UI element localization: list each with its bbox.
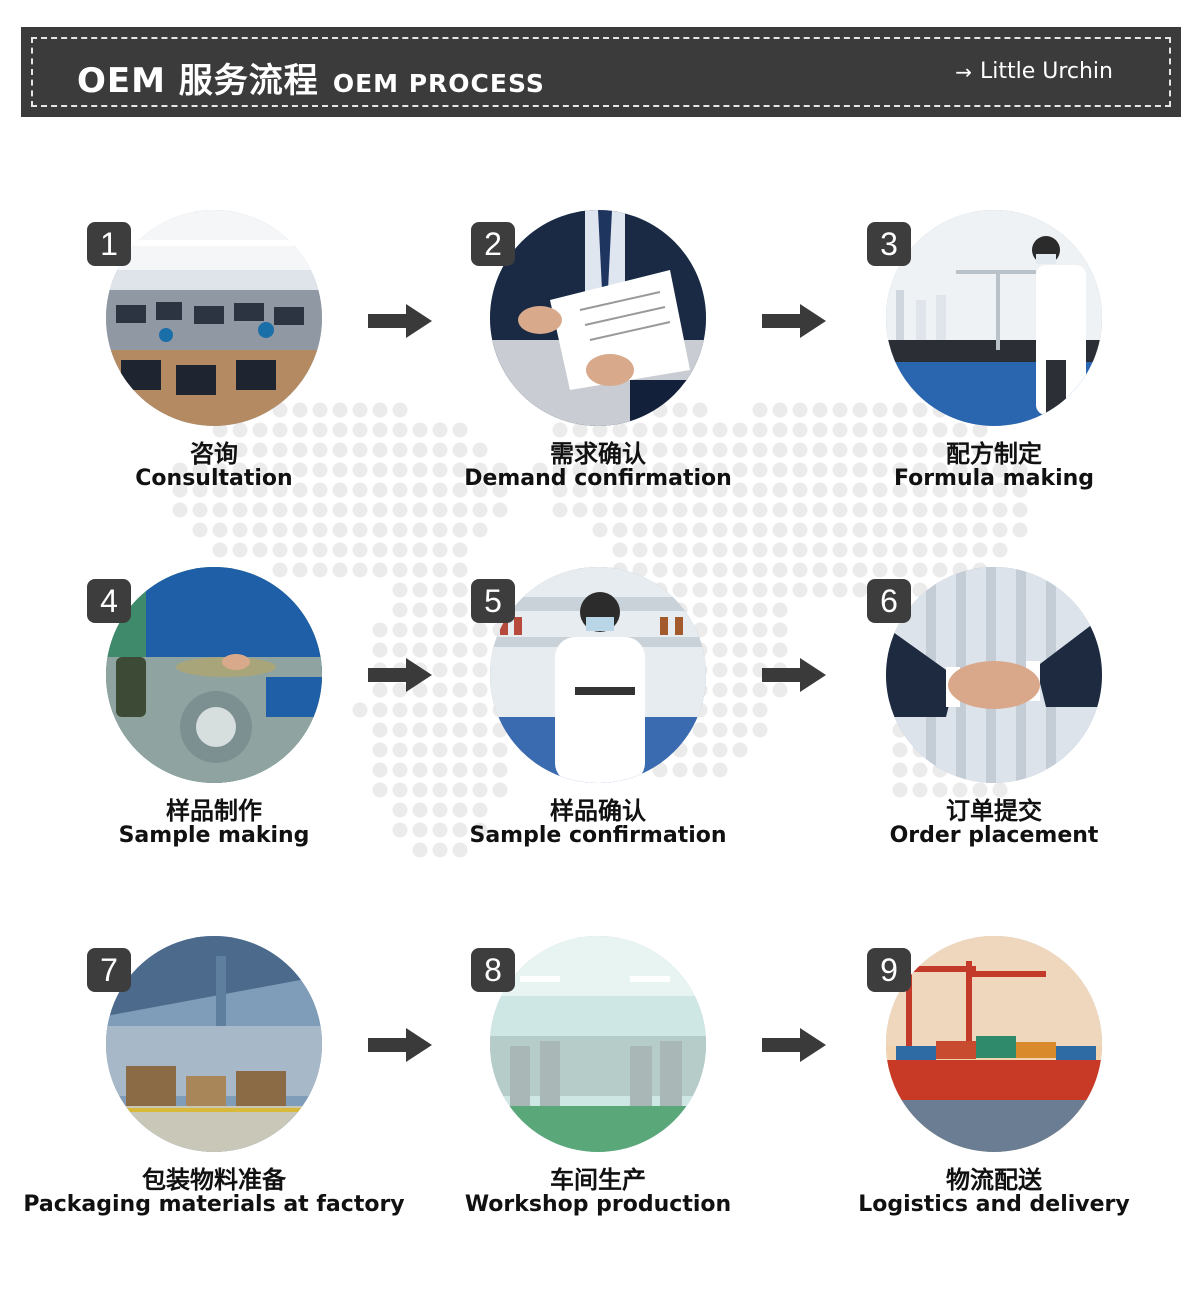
step-label-cn: 订单提交	[946, 797, 1042, 825]
contract-photo	[490, 210, 706, 426]
step-label-en: Sample making	[118, 823, 310, 848]
step-2: 2 需求确认 Demand confirmation	[400, 210, 780, 520]
step-number-badge: 8	[471, 948, 515, 992]
step-number-badge: 3	[867, 222, 911, 266]
scientist-photo	[490, 567, 706, 783]
step-5: 5 样品确认 Sample confirmation	[400, 567, 780, 877]
arrow-right-icon	[762, 304, 826, 338]
cargo-ship-photo	[886, 936, 1102, 1152]
step-label-en: Packaging materials at factory	[23, 1192, 405, 1217]
step-number-badge: 2	[471, 222, 515, 266]
arrow-right-icon	[368, 304, 432, 338]
title-sub: OEM PROCESS	[332, 69, 545, 98]
step-label-en: Order placement	[889, 823, 1099, 848]
step-label-en: Sample confirmation	[469, 823, 727, 848]
step-8: 8 车间生产 Workshop production	[400, 936, 780, 1246]
step-label-cn: 需求确认	[550, 440, 646, 468]
title-main: OEM 服务流程	[77, 61, 319, 101]
step-number-badge: 9	[867, 948, 911, 992]
step-number-badge: 4	[87, 579, 131, 623]
banner-dashed-border	[31, 37, 1171, 107]
step-label-cn: 样品确认	[550, 797, 646, 825]
step-number-badge: 5	[471, 579, 515, 623]
office-photo	[106, 210, 322, 426]
machine-photo	[106, 567, 322, 783]
brand-link[interactable]: → Little Urchin	[955, 59, 1113, 84]
step-number-badge: 7	[87, 948, 131, 992]
warehouse-photo	[106, 936, 322, 1152]
step-1: 1 咨询 Consultation	[16, 210, 396, 520]
arrow-right-icon	[368, 1028, 432, 1062]
step-number-badge: 1	[87, 222, 131, 266]
step-label-cn: 咨询	[190, 440, 238, 468]
arrow-right-icon	[368, 658, 432, 692]
page-title: OEM 服务流程 OEM PROCESS	[77, 53, 545, 101]
arrow-right-icon: →	[955, 59, 972, 84]
step-label-en: Workshop production	[464, 1192, 732, 1217]
step-label-cn: 样品制作	[166, 797, 262, 825]
step-label-cn: 包装物料准备	[142, 1166, 286, 1194]
brand-link-label: Little Urchin	[979, 59, 1113, 84]
step-number-badge: 6	[867, 579, 911, 623]
step-4: 4 样品制作 Sample making	[16, 567, 396, 877]
step-label-cn: 配方制定	[946, 440, 1042, 468]
world-map-background	[172, 402, 1028, 858]
step-label-en: Demand confirmation	[464, 466, 732, 491]
step-9: 9 物流配送 Logistics and delivery	[796, 936, 1176, 1246]
step-label-en: Consultation	[135, 466, 293, 491]
step-3: 3 配方制定 Formula making	[796, 210, 1176, 520]
lab-photo	[886, 210, 1102, 426]
step-label-en: Formula making	[893, 466, 1095, 491]
step-label-en: Logistics and delivery	[858, 1192, 1130, 1217]
step-6: 6 订单提交 Order placement	[796, 567, 1176, 877]
handshake-photo	[886, 567, 1102, 783]
arrow-right-icon	[762, 658, 826, 692]
step-label-cn: 车间生产	[550, 1166, 646, 1194]
header-banner: OEM 服务流程 OEM PROCESS → Little Urchin	[21, 27, 1181, 117]
step-label-cn: 物流配送	[946, 1166, 1042, 1194]
step-7: 7 包装物料准备 Packaging materials at factory	[16, 936, 405, 1246]
workshop-photo	[490, 936, 706, 1152]
arrow-right-icon	[762, 1028, 826, 1062]
